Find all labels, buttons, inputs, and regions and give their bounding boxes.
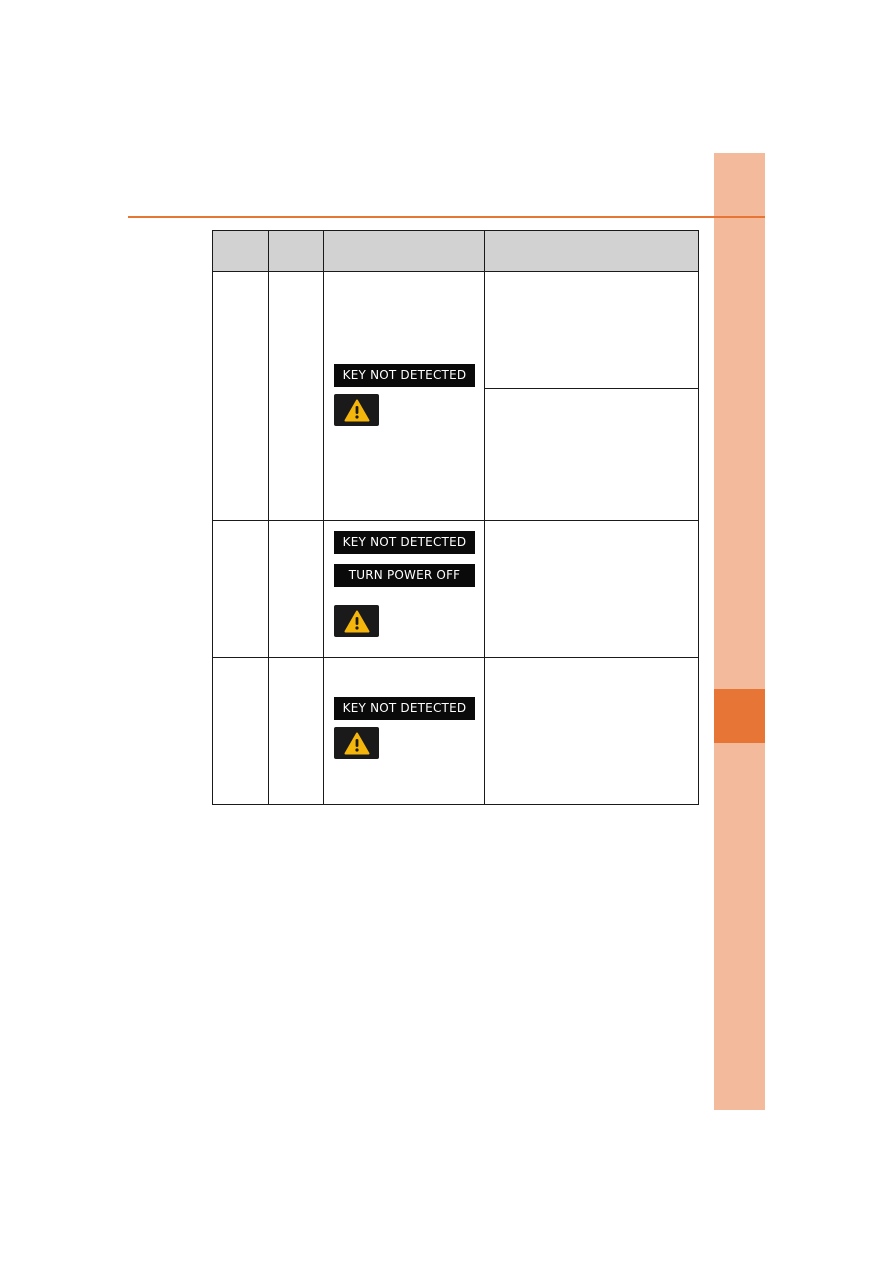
table-cell (484, 388, 699, 521)
lcd-message: KEY NOT DETECTED (334, 364, 475, 387)
lcd-message: KEY NOT DETECTED (334, 531, 475, 554)
warning-triangle-icon (334, 394, 379, 426)
header-rule (128, 216, 765, 218)
table-header-cell (268, 230, 324, 272)
table-header-cell (323, 230, 485, 272)
display-cell: KEY NOT DETECTED (323, 271, 485, 521)
table-cell (268, 520, 324, 658)
table-cell (212, 520, 269, 658)
table-cell (484, 520, 699, 658)
table-cell (484, 271, 699, 389)
display-cell: KEY NOT DETECTED TURN POWER OFF (323, 520, 485, 658)
table-cell (212, 271, 269, 521)
table-cell (484, 657, 699, 805)
table-header-cell (212, 230, 269, 272)
table-row: KEY NOT DETECTED (212, 657, 699, 805)
chapter-side-tab-active (714, 689, 765, 743)
table-row: KEY NOT DETECTED TURN POWER OFF (212, 520, 699, 658)
table-header-row (212, 230, 699, 272)
warning-triangle-icon (334, 605, 379, 637)
table-row (213, 388, 699, 521)
table-row: KEY NOT DETECTED (212, 271, 699, 521)
table-cell (212, 657, 269, 805)
table-cell (268, 271, 324, 521)
lcd-message: KEY NOT DETECTED (334, 697, 475, 720)
table-header-cell (484, 230, 699, 272)
warning-triangle-icon (334, 727, 379, 759)
warning-message-table: KEY NOT DETECTED KEY NOT DETECTED TURN P… (212, 230, 699, 805)
table-cell (268, 657, 324, 805)
chapter-side-tab (714, 153, 765, 1110)
lcd-message: TURN POWER OFF (334, 564, 475, 587)
display-cell: KEY NOT DETECTED (323, 657, 485, 805)
